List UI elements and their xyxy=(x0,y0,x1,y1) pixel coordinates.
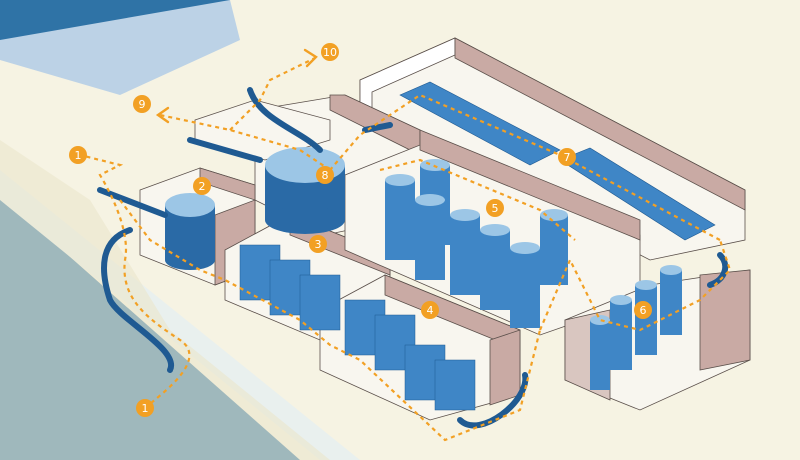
storage-t1 xyxy=(610,300,632,370)
tank2-top xyxy=(165,193,215,217)
hose-tank2-inlet xyxy=(97,187,168,218)
flow-marker-label: 10 xyxy=(323,46,337,59)
flow-marker-label: 3 xyxy=(315,238,322,251)
flow-marker-intake-start: 1 xyxy=(136,399,154,417)
membrane-t1 xyxy=(385,180,415,260)
storage-t2-top xyxy=(635,280,657,290)
membrane-t5-top xyxy=(480,224,510,236)
membrane-t1-top xyxy=(385,174,415,186)
flow-marker-circle xyxy=(486,199,504,217)
flow-marker-pipe-array: 7 xyxy=(558,148,576,166)
flow-marker-label: 7 xyxy=(564,151,571,164)
flow-marker-label: 4 xyxy=(427,304,434,317)
intake-hose xyxy=(101,227,175,373)
flow-marker-clarifier: 8 xyxy=(316,166,334,184)
flow-marker-circle xyxy=(69,146,87,164)
storage-room-wall xyxy=(699,269,751,371)
storage-t2 xyxy=(635,285,657,355)
flow-marker-filter-bank-b: 4 xyxy=(421,301,439,319)
hose-storage xyxy=(707,252,729,288)
flow-marker-circle xyxy=(321,43,339,61)
flow-marker-label: 2 xyxy=(199,180,206,193)
filter-room-b-wall-right xyxy=(489,329,521,406)
membrane-t3-top xyxy=(415,194,445,206)
flow-storage xyxy=(538,239,732,332)
membrane-tanks xyxy=(385,159,568,328)
flow-marker-label: 1 xyxy=(142,402,149,415)
hose-small-room xyxy=(187,137,263,163)
flow-markers: 1 1 2 3 4 5 6 7 8 9 10 xyxy=(69,43,652,417)
storage-t3 xyxy=(660,270,682,335)
tank2-base xyxy=(165,250,215,270)
storage-t3-top xyxy=(660,265,682,275)
membrane-t6-top xyxy=(510,242,540,254)
clarifier-tank xyxy=(265,147,345,234)
quay xyxy=(0,140,330,460)
flow-marker-label: 1 xyxy=(75,149,82,162)
flow-marker-circle xyxy=(634,301,652,319)
flow-marker-circle xyxy=(193,177,211,195)
membrane-t7 xyxy=(540,215,568,285)
membrane-t7-top xyxy=(540,209,568,221)
flow-marker-label: 9 xyxy=(139,98,146,111)
pipe-shed-wall-back xyxy=(454,37,746,211)
flow-outlet-10 xyxy=(229,57,316,131)
flow-membrane xyxy=(379,158,576,241)
flow-outlet-9 xyxy=(159,113,331,171)
hose-filter-b-out xyxy=(457,372,529,429)
flow-marker-circle xyxy=(133,95,151,113)
flow-intake xyxy=(79,153,191,409)
flow-marker-circle xyxy=(309,235,327,253)
flow-marker-membrane-tanks: 5 xyxy=(486,199,504,217)
flow-marker-circle xyxy=(136,399,154,417)
pretreatment-tank xyxy=(165,193,215,270)
flow-marker-label: 8 xyxy=(322,169,329,182)
flow-marker-circle xyxy=(316,166,334,184)
storage-t4-top xyxy=(590,315,610,325)
flow-filters xyxy=(119,199,542,442)
membrane-room-wall xyxy=(419,129,641,241)
flow-marker-pretreatment-tank: 2 xyxy=(193,177,211,195)
flow-marker-outlet-b: 10 xyxy=(321,43,339,61)
hoses xyxy=(97,87,729,429)
clarifier-base xyxy=(265,206,345,234)
flow-arrows xyxy=(155,48,318,124)
flow-marker-label: 5 xyxy=(492,202,499,215)
arrow-outlet-9 xyxy=(155,106,170,124)
flow-marker-circle xyxy=(558,148,576,166)
flow-marker-storage-tanks: 6 xyxy=(634,301,652,319)
membrane-t3 xyxy=(415,200,445,280)
storage-t4 xyxy=(590,320,610,390)
arrow-outlet-10 xyxy=(303,48,318,68)
flow-marker-outlet-a: 9 xyxy=(133,95,151,113)
flow-marker-intake-top: 1 xyxy=(69,146,87,164)
flow-marker-label: 6 xyxy=(640,304,647,317)
filter-blocks xyxy=(239,244,476,411)
filter-a3 xyxy=(299,274,341,331)
hose-outlet-10 xyxy=(247,87,323,153)
flow-marker-filter-bank-a: 3 xyxy=(309,235,327,253)
membrane-t2-top xyxy=(420,159,450,171)
membrane-t4 xyxy=(450,215,480,295)
flow-paths xyxy=(79,57,732,442)
flow-marker-circle xyxy=(421,301,439,319)
membrane-t4-top xyxy=(450,209,480,221)
membrane-t5 xyxy=(480,230,510,310)
flow-pipes xyxy=(329,93,721,241)
filter-b4 xyxy=(434,359,476,411)
storage-t1-top xyxy=(610,295,632,305)
membrane-t6 xyxy=(510,248,540,328)
sea-light-top xyxy=(0,0,230,40)
